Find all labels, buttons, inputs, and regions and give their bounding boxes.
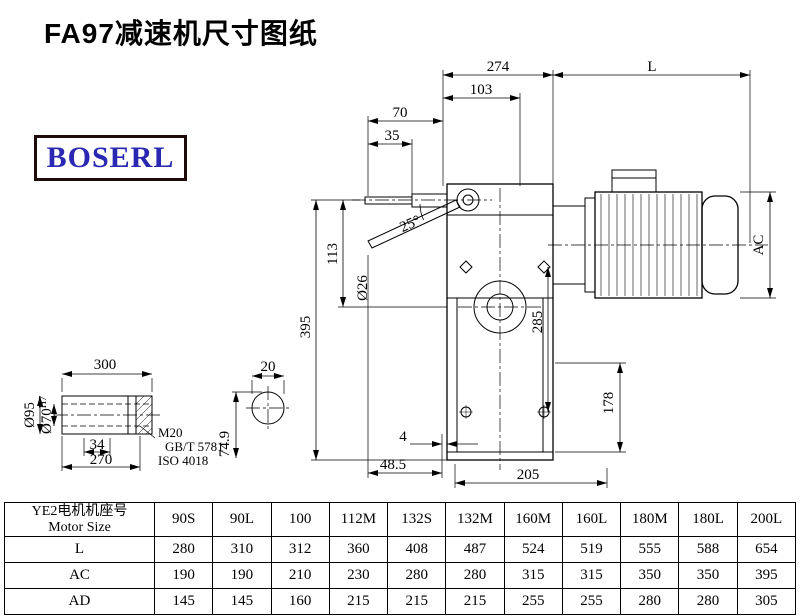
page-title: FA97减速机尺寸图纸 xyxy=(44,18,318,49)
boserl-logo: BOSERL xyxy=(34,135,187,181)
dim-285-label: 285 xyxy=(530,311,546,334)
cell-AD-112M: 215 xyxy=(328,588,389,615)
dim-48-5-label: 48.5 xyxy=(380,457,406,473)
dim-103-label: 103 xyxy=(470,82,493,98)
logo-text: BOSERL xyxy=(46,141,175,174)
cell-AC-100: 210 xyxy=(270,562,330,589)
motor-size-header-cn: YE2电机机座号 xyxy=(31,503,128,519)
dim-26-label: Ø26 xyxy=(355,275,371,301)
dim-300-label: 300 xyxy=(94,357,117,373)
motor xyxy=(552,169,739,299)
cell-AD-132S: 215 xyxy=(387,588,447,615)
standard-iso-label: ISO 4018 xyxy=(158,453,208,468)
cell-AD-90S: 145 xyxy=(153,588,214,615)
table-header-row: YE2电机机座号 Motor Size 90S 90L 100 112M 132… xyxy=(4,502,797,537)
cell-L-112M: 360 xyxy=(328,536,389,563)
cell-L-180L: 588 xyxy=(678,536,738,563)
size-col-200L: 200L xyxy=(736,502,797,537)
cell-AC-132M: 280 xyxy=(445,562,505,589)
size-col-160M: 160M xyxy=(503,502,563,537)
dim-L-label: L xyxy=(647,59,656,75)
cell-AD-132M: 215 xyxy=(445,588,505,615)
row-label-L: L xyxy=(4,536,155,563)
dim-70-label: 70 xyxy=(393,105,408,121)
cell-AC-160L: 315 xyxy=(561,562,622,589)
dim-113-label: 113 xyxy=(325,243,341,265)
size-col-100: 100 xyxy=(270,502,330,537)
cell-AC-180M: 350 xyxy=(620,562,680,589)
dim-395-label: 395 xyxy=(298,316,314,339)
thread-m20-label: M20 xyxy=(158,425,183,440)
cell-AD-100: 160 xyxy=(270,588,330,615)
size-col-160L: 160L xyxy=(561,502,622,537)
cell-L-100: 312 xyxy=(270,536,330,563)
size-col-90S: 90S xyxy=(153,502,214,537)
motor-size-table: YE2电机机座号 Motor Size 90S 90L 100 112M 132… xyxy=(4,502,797,615)
shaft-detail xyxy=(37,371,162,471)
dim-274-label: 274 xyxy=(487,59,510,75)
size-col-132M: 132M xyxy=(445,502,505,537)
cell-AD-160L: 255 xyxy=(561,588,622,615)
dim-74-9-label: 74.9 xyxy=(217,431,233,457)
dim-4-label: 4 xyxy=(399,429,407,445)
table-row-AC: AC 190 190 210 230 280 280 315 315 350 3… xyxy=(4,562,797,589)
size-col-90L: 90L xyxy=(212,502,272,537)
size-col-112M: 112M xyxy=(328,502,389,537)
key-section-view xyxy=(232,373,290,458)
dim-70-bore: Ø70 xyxy=(39,408,55,434)
dim-178-label: 178 xyxy=(601,392,617,415)
dim-270-label: 270 xyxy=(90,452,113,468)
cell-AC-90L: 190 xyxy=(212,562,272,589)
cell-AC-180L: 350 xyxy=(678,562,738,589)
dimension-lines xyxy=(313,72,773,486)
cell-AC-200L: 395 xyxy=(736,562,797,589)
cell-AD-90L: 145 xyxy=(212,588,272,615)
cell-AC-132S: 280 xyxy=(387,562,447,589)
row-label-AC: AC xyxy=(4,562,155,589)
dim-70H7-label: Ø70H7 xyxy=(38,396,55,434)
size-col-180M: 180M xyxy=(620,502,680,537)
cell-L-90S: 280 xyxy=(153,536,214,563)
cell-AD-200L: 305 xyxy=(736,588,797,615)
cell-L-132S: 408 xyxy=(387,536,447,563)
size-col-180L: 180L xyxy=(678,502,738,537)
row-label-AD: AD xyxy=(4,588,155,615)
size-col-132S: 132S xyxy=(387,502,447,537)
cell-L-160M: 524 xyxy=(503,536,563,563)
dim-95-label: Ø95 xyxy=(22,402,38,428)
dim-25deg-label: 25° xyxy=(398,213,424,236)
dimension-drawing: 274 L 103 70 35 25° Ø26 113 395 285 AC 1… xyxy=(22,59,776,488)
input-shaft xyxy=(364,188,480,249)
dim-205-label: 205 xyxy=(517,467,540,483)
cell-L-180M: 555 xyxy=(620,536,680,563)
motor-size-header-cell: YE2电机机座号 Motor Size xyxy=(4,502,155,537)
dim-70-tolerance: H7 xyxy=(38,396,49,408)
cell-L-90L: 310 xyxy=(212,536,272,563)
cell-AD-180L: 280 xyxy=(678,588,738,615)
cell-L-200L: 654 xyxy=(736,536,797,563)
cell-AD-160M: 255 xyxy=(503,588,563,615)
motor-size-header-en: Motor Size xyxy=(48,519,111,535)
dim-AC-label: AC xyxy=(751,235,767,256)
cell-AC-112M: 230 xyxy=(328,562,389,589)
extension-lines xyxy=(311,70,776,488)
dim-20-label: 20 xyxy=(261,359,276,375)
cell-L-132M: 487 xyxy=(445,536,505,563)
cell-AD-180M: 280 xyxy=(620,588,680,615)
table-row-AD: AD 145 145 160 215 215 215 255 255 280 2… xyxy=(4,588,797,615)
cell-L-160L: 519 xyxy=(561,536,622,563)
cell-AC-160M: 315 xyxy=(503,562,563,589)
dim-34-label: 34 xyxy=(90,437,106,453)
dim-35-label: 35 xyxy=(385,128,400,144)
table-row-L: L 280 310 312 360 408 487 524 519 555 58… xyxy=(4,536,797,563)
standard-gb-label: GB/T 5781 xyxy=(165,439,224,454)
center-lines xyxy=(352,188,768,470)
cell-AC-90S: 190 xyxy=(153,562,214,589)
